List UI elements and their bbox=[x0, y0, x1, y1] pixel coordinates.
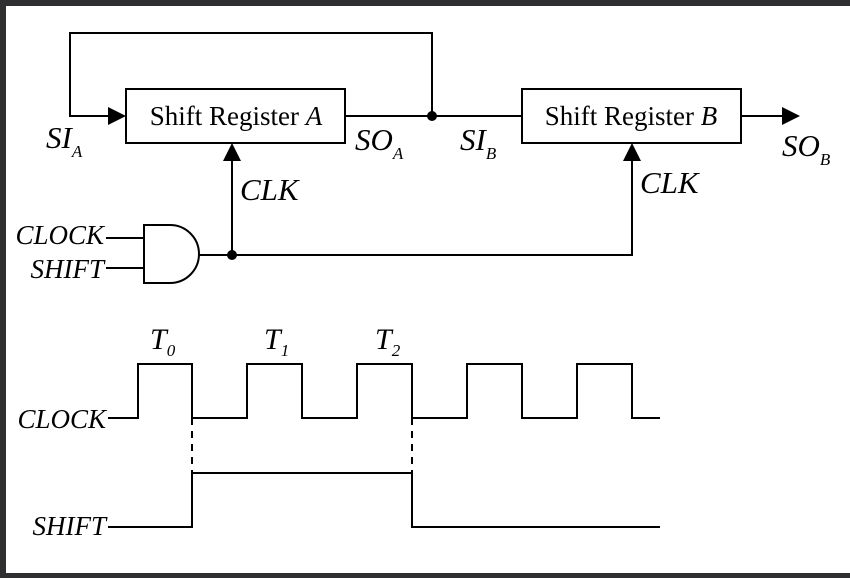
clock-waveform bbox=[108, 363, 660, 419]
so-b-label: SOB bbox=[782, 128, 831, 169]
clk-b-label: CLK bbox=[640, 165, 701, 200]
gate-input-clock-label: CLOCK bbox=[15, 220, 106, 250]
so-a-label: SOA bbox=[355, 122, 404, 163]
timing-shift-label: SHIFT bbox=[33, 511, 108, 541]
clk-b-arrow bbox=[623, 143, 641, 161]
shift-register-b-label: Shift Register B bbox=[545, 101, 718, 131]
shift-register-a-label: Shift Register A bbox=[150, 101, 323, 131]
diagram-canvas: Shift Register A Shift Register B SIA SO… bbox=[6, 6, 850, 573]
shift-register-b bbox=[521, 88, 742, 144]
and-gate bbox=[143, 224, 200, 284]
pulse-label-t0: T0 bbox=[150, 323, 176, 360]
shift-register-diagram: Shift Register A Shift Register B SIA SO… bbox=[15, 32, 831, 541]
clk-a-label: CLK bbox=[240, 172, 301, 207]
clk-a-arrow bbox=[223, 143, 241, 161]
timing-clock-label: CLOCK bbox=[17, 404, 108, 434]
si-a-label: SIA bbox=[46, 120, 83, 161]
pulse-label-t2: T2 bbox=[375, 323, 401, 360]
junction-dot-clk bbox=[227, 250, 237, 260]
gate-input-shift-label: SHIFT bbox=[31, 254, 106, 284]
pulse-label-t1: T1 bbox=[264, 323, 289, 360]
so-b-arrow bbox=[782, 107, 800, 125]
junction-dot-feedback bbox=[427, 111, 437, 121]
si-b-label: SIB bbox=[460, 122, 497, 163]
si-a-arrow bbox=[108, 107, 126, 125]
clk-b-wire bbox=[198, 160, 633, 256]
feedback-wire bbox=[69, 32, 433, 117]
shift-waveform bbox=[108, 472, 660, 528]
